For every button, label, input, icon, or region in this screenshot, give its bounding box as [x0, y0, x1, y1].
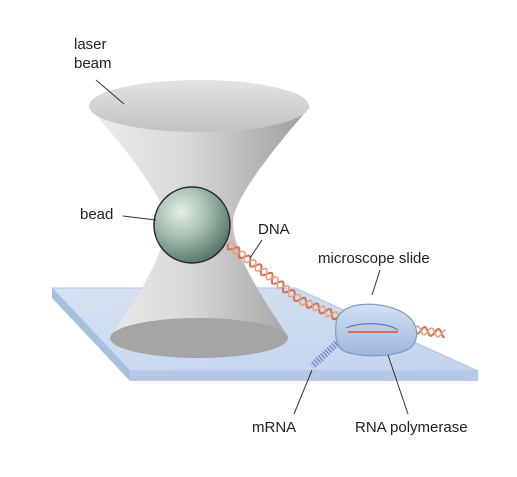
- slide-front-edge: [130, 371, 478, 381]
- slide-leader: [371, 269, 381, 296]
- slide-left-edge: [52, 288, 130, 381]
- laser-beam-leader: [95, 79, 125, 105]
- polymerase-leader: [387, 354, 409, 415]
- bead-leader: [122, 215, 157, 221]
- laser-beam-label-line1: laser: [74, 36, 107, 53]
- mrna-label: mRNA: [252, 419, 296, 436]
- laser-beam-bottom: [110, 318, 288, 358]
- laser-beam-top: [89, 80, 309, 132]
- mrna-leader: [293, 369, 313, 415]
- bead: [153, 186, 231, 264]
- dna-leader: [249, 239, 263, 259]
- rna-polymerase-label: RNA polymerase: [355, 419, 468, 436]
- dna-label: DNA: [258, 221, 290, 238]
- rna-polymerase: [335, 303, 418, 357]
- rna-polymerase-body: [335, 303, 418, 357]
- microscope-slide-label: microscope slide: [318, 250, 430, 267]
- rna-polymerase-cleft: [345, 323, 399, 331]
- laser-beam-label-line2: beam: [74, 55, 112, 72]
- bead-label: bead: [80, 206, 113, 223]
